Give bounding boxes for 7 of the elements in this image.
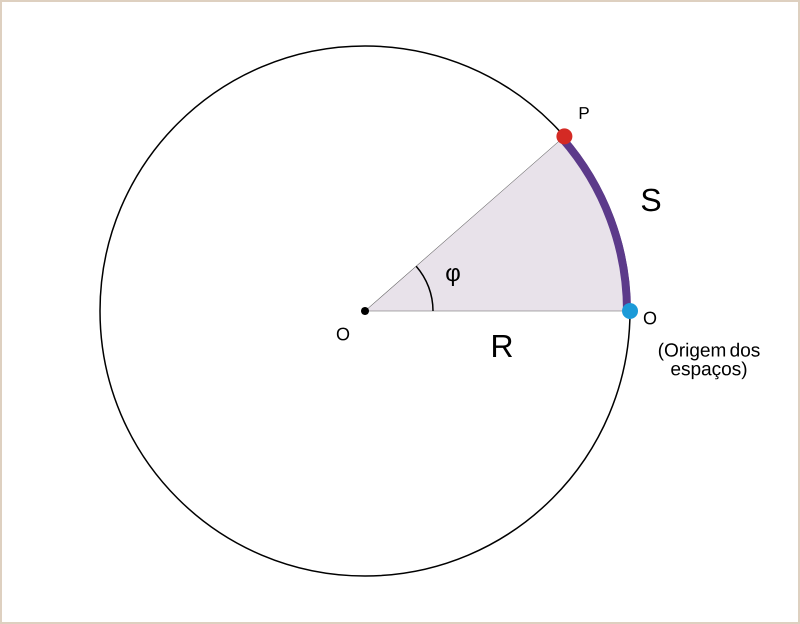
radius-label: R	[493, 335, 512, 357]
arc-label: S	[642, 188, 660, 212]
point-label: O	[644, 312, 656, 324]
point-label: O	[336, 328, 350, 340]
note: (Origem dos espaços)	[658, 342, 760, 380]
point-label: P	[580, 107, 589, 119]
angle-label: φ	[446, 268, 460, 286]
